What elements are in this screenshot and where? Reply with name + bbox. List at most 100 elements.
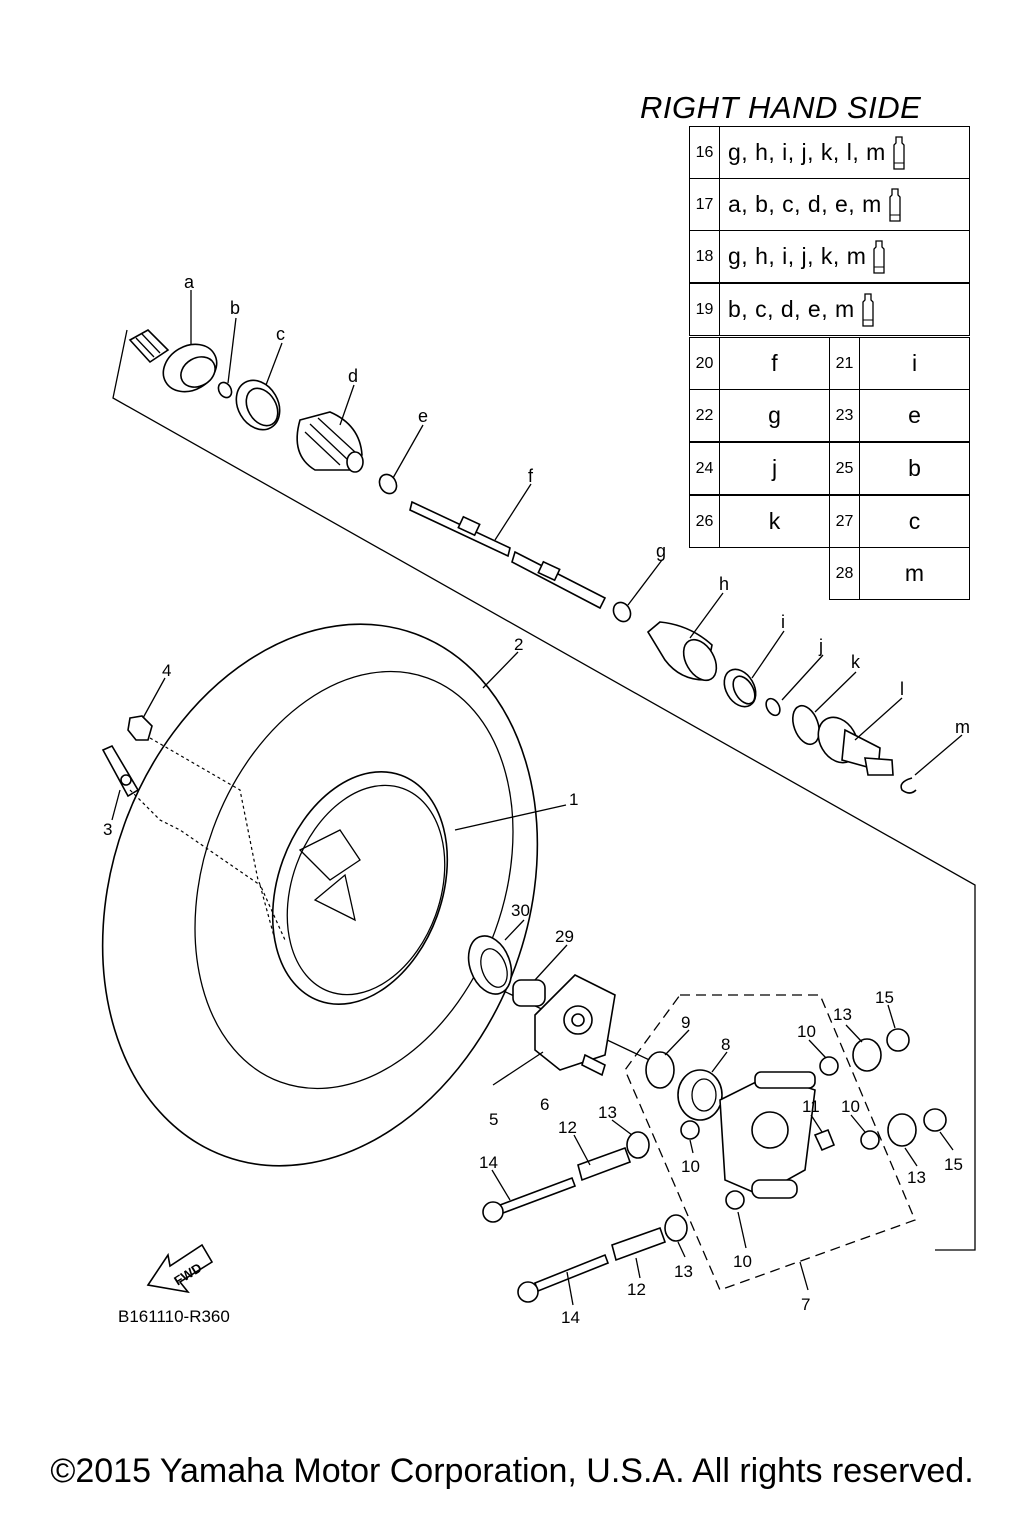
- pair-cell-25: 25 b: [829, 442, 970, 495]
- kit-row-number: 19: [690, 284, 720, 335]
- label-15a: 15: [875, 988, 894, 1007]
- label-6: 6: [540, 1095, 549, 1114]
- bearing-8: [677, 1069, 723, 1121]
- label-9: 9: [681, 1013, 690, 1032]
- fwd-arrow-icon: FWD: [146, 1243, 214, 1294]
- circlip-m: [900, 777, 917, 794]
- label-k: k: [851, 652, 861, 672]
- label-10a: 10: [797, 1022, 816, 1041]
- label-8: 8: [721, 1035, 730, 1054]
- kit-row-parts: g, h, i, j, k, m: [728, 243, 867, 269]
- label-e: e: [418, 406, 428, 426]
- kit-row-17: 17 a, b, c, d, e, m: [689, 178, 970, 231]
- kit-row-18: 18 g, h, i, j, k, m: [689, 230, 970, 283]
- nuts-15: [886, 1028, 947, 1132]
- kit-row-19: 19 b, c, d, e, m: [689, 283, 970, 336]
- pair-number: 28: [830, 548, 860, 599]
- pair-value: c: [908, 508, 921, 534]
- kit-row-parts: b, c, d, e, m: [728, 296, 855, 322]
- circlip-b: [217, 381, 233, 399]
- grease-tube-icon: [873, 239, 886, 274]
- label-12a: 12: [558, 1118, 577, 1137]
- pair-number: 24: [690, 443, 720, 494]
- collars-13: [626, 1038, 917, 1242]
- wheel: [271, 771, 449, 1005]
- pair-value: m: [904, 560, 925, 586]
- grease-tube-icon: [893, 135, 905, 170]
- label-f: f: [528, 466, 534, 486]
- label-10d: 10: [733, 1252, 752, 1271]
- cv-joint-inner-l: [817, 716, 894, 776]
- pair-value: g: [768, 402, 781, 428]
- kit-row-number: 17: [690, 179, 720, 230]
- pair-value: j: [771, 455, 778, 481]
- kit-row-parts: a, b, c, d, e, m: [728, 191, 882, 217]
- pair-number: 22: [690, 390, 720, 441]
- pair-cell-26: 26 k: [689, 495, 830, 548]
- label-12b: 12: [627, 1280, 646, 1299]
- stud-bolt-6: [581, 1053, 606, 1077]
- cv-joint-outer: [128, 329, 218, 393]
- sleeves-12: [577, 1146, 667, 1262]
- leader-lines: [111, 290, 963, 1306]
- label-l: l: [900, 679, 904, 699]
- circlip-j: [765, 697, 781, 717]
- kit-row-number: 18: [690, 231, 720, 282]
- diagram-code: B161110-R360: [118, 1307, 230, 1326]
- label-2: 2: [514, 635, 523, 654]
- pair-number: 20: [690, 338, 720, 389]
- pair-value: e: [908, 402, 921, 428]
- label-h: h: [719, 574, 729, 594]
- copyright-notice: ©2015 Yamaha Motor Corporation, U.S.A. A…: [50, 1452, 974, 1490]
- label-5: 5: [489, 1110, 498, 1129]
- kit-row-number: 16: [690, 127, 720, 178]
- boot-band-i: [723, 668, 757, 708]
- pair-number: 25: [830, 443, 860, 494]
- label-a: a: [184, 272, 195, 292]
- circlip-9: [645, 1051, 675, 1089]
- valve-stem: [101, 744, 140, 798]
- bushings-10: [680, 1056, 880, 1210]
- pair-value: k: [768, 508, 781, 534]
- label-i: i: [781, 612, 785, 632]
- pair-number: 23: [830, 390, 860, 441]
- wheel-nut: [127, 715, 153, 741]
- label-10b: 10: [841, 1097, 860, 1116]
- kit-row-16: 16 g, h, i, j, k, l, m: [689, 126, 970, 179]
- label-29: 29: [555, 927, 574, 946]
- pair-number: 26: [690, 496, 720, 547]
- label-7: 7: [801, 1295, 810, 1314]
- o-ring-k: [792, 704, 820, 746]
- oil-seal-30: [467, 935, 513, 995]
- right-hand-side-title: RIGHT HAND SIDE: [640, 90, 922, 125]
- pair-cell-24: 24 j: [689, 442, 830, 495]
- label-11: 11: [802, 1097, 820, 1116]
- pair-cell-28: 28 m: [829, 547, 970, 600]
- label-1: 1: [569, 790, 578, 809]
- pair-value: f: [771, 350, 778, 376]
- label-13d: 13: [674, 1262, 693, 1281]
- label-d: d: [348, 366, 358, 386]
- label-30: 30: [511, 901, 530, 920]
- pair-cell-21: 21 i: [829, 337, 970, 390]
- label-14b: 14: [561, 1308, 580, 1327]
- pair-cell-20: 20 f: [689, 337, 830, 390]
- label-14a: 14: [479, 1153, 498, 1172]
- label-13b: 13: [598, 1103, 617, 1122]
- pair-number: 21: [830, 338, 860, 389]
- label-g: g: [656, 541, 666, 561]
- spacer-29: [512, 979, 546, 1007]
- grease-nipple-11: [813, 1128, 836, 1152]
- boot-band-c: [235, 379, 281, 431]
- number-labels: 1 2 3 4 5 6 7 8 9 10 10 10 10 11 12 12 1…: [103, 635, 963, 1327]
- letter-labels: a b c d e f g h i j k l m: [184, 272, 970, 737]
- label-3: 3: [103, 820, 112, 839]
- label-15b: 15: [944, 1155, 963, 1174]
- pair-cell-22: 22 g: [689, 389, 830, 442]
- kit-row-parts: g, h, i, j, k, l, m: [728, 139, 886, 165]
- boot-band-e: [378, 473, 398, 495]
- bolts-14: [482, 1176, 610, 1303]
- grease-tube-icon: [862, 292, 874, 327]
- pair-value: b: [908, 455, 921, 481]
